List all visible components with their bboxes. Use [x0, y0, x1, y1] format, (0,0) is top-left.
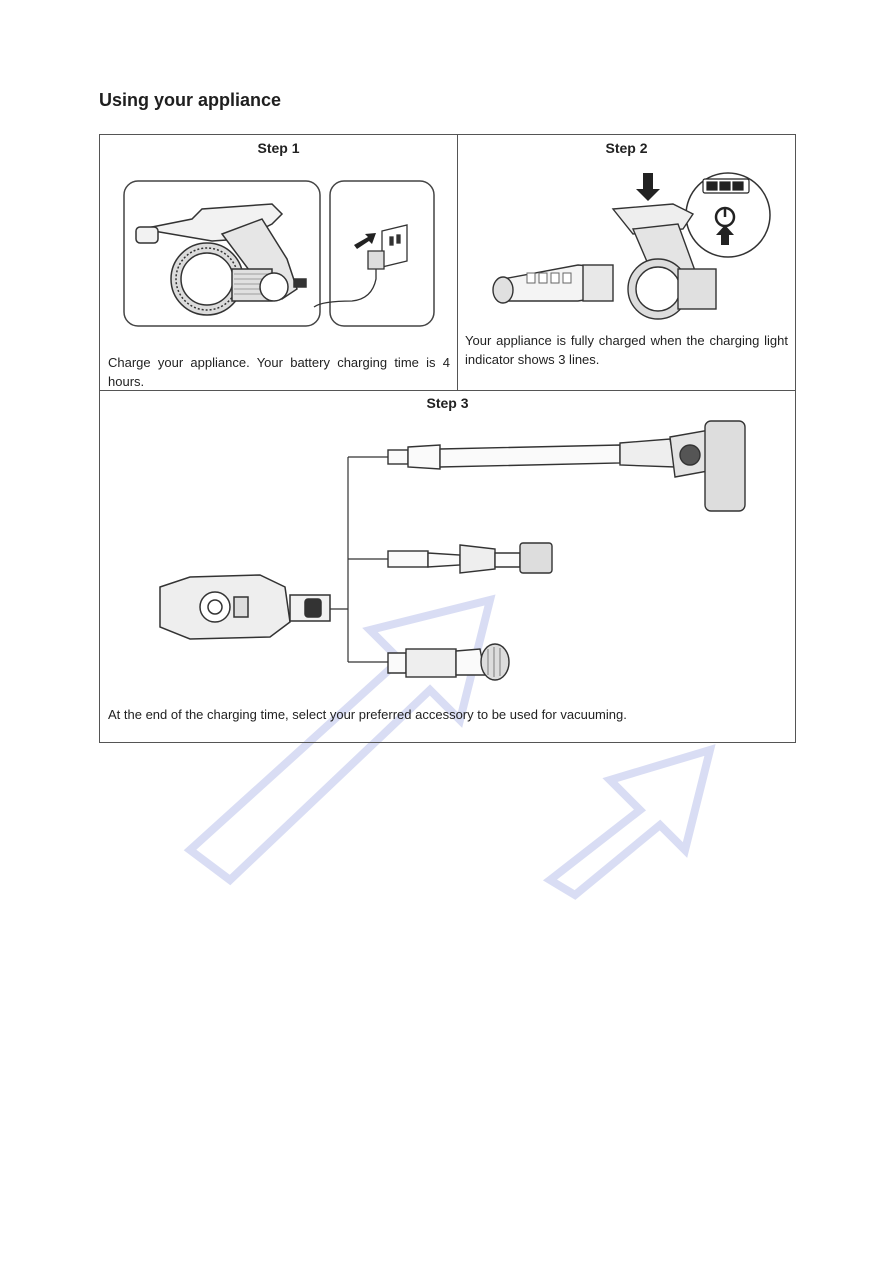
arrow-down-icon — [636, 173, 660, 201]
step-3-caption: At the end of the charging time, select … — [108, 707, 627, 722]
brush-tool-icon — [387, 643, 510, 681]
floor-brush-tube-icon — [387, 420, 746, 512]
plug-icon — [313, 224, 408, 308]
step-2-caption: Your appliance is fully charged when the… — [465, 333, 788, 367]
step-2-title: Step 2 — [605, 140, 648, 156]
step-3-cell: Step 3 — [99, 390, 796, 743]
step-1-title: Step 1 — [257, 140, 300, 156]
crevice-tool-icon — [387, 542, 553, 574]
step-2-cell: Step 2 Your ap — [457, 134, 796, 391]
battery-indicator-icon — [702, 178, 750, 194]
page-title: Using your appliance — [99, 90, 282, 110]
arrow-icon — [354, 233, 376, 249]
step-3-illustration — [159, 420, 746, 681]
vacuum-body-icon — [135, 203, 307, 316]
step-1-cell: Step 1 — [99, 134, 458, 391]
step-3-title: Step 3 — [426, 395, 469, 411]
handheld-unit-icon — [159, 574, 331, 640]
arrow-up-icon — [716, 225, 734, 245]
step-1-caption: Charge your appliance. Your battery char… — [108, 355, 450, 389]
step-2-illustration — [492, 172, 771, 320]
step-1-illustration — [123, 180, 435, 327]
